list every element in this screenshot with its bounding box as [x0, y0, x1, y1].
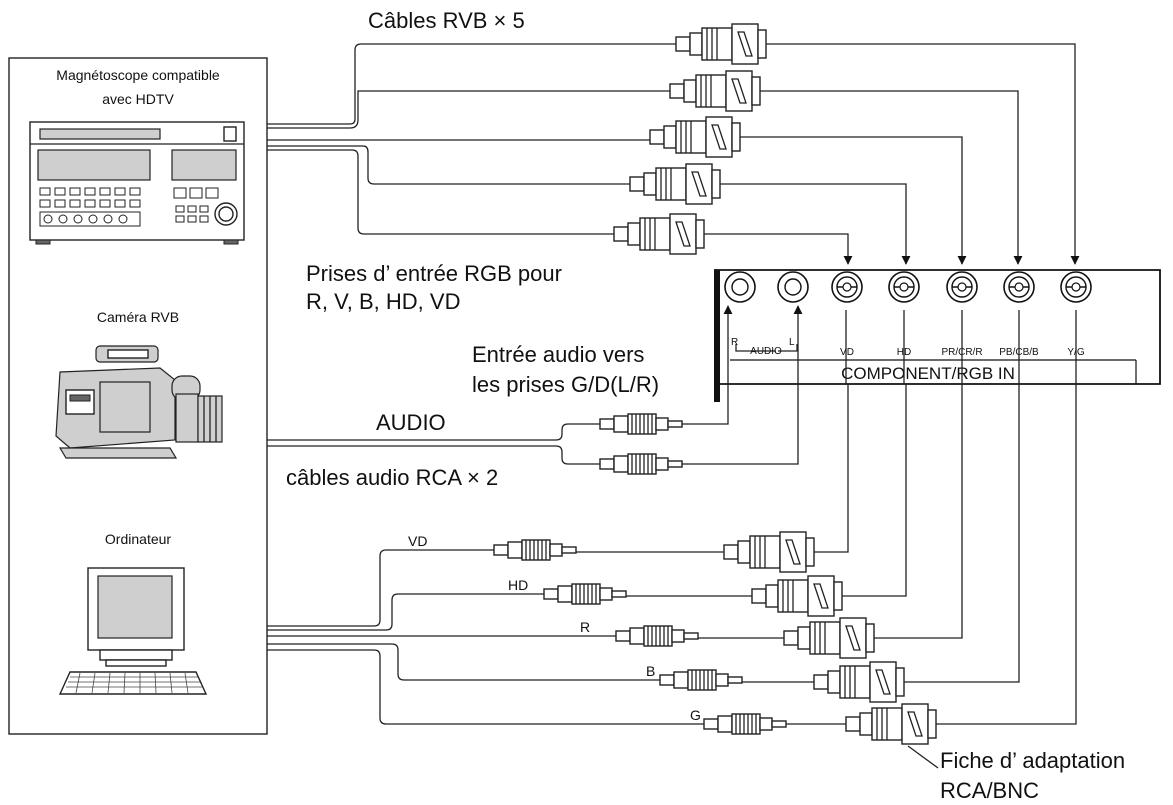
rgb-inputs-label-line2: R, V, B, HD, VD — [306, 289, 460, 314]
audio-in-label-line2: les prises G/D(L/R) — [472, 372, 659, 397]
pb-jack[interactable] — [1003, 271, 1035, 303]
cable-r-label: R — [580, 619, 590, 635]
panel-title: COMPONENT/RGB IN — [841, 364, 1015, 383]
panel-audio-label: AUDIO — [750, 346, 782, 357]
panel-audio-l: L — [789, 337, 795, 348]
audio-cables-label: câbles audio RCA × 2 — [286, 465, 498, 490]
audio-r-jack[interactable] — [724, 271, 756, 303]
panel-audio-r: R — [731, 337, 738, 348]
computer-icon — [58, 567, 208, 695]
panel-vd-label: VD — [840, 347, 854, 358]
audio-label: AUDIO — [376, 410, 446, 435]
yg-jack[interactable] — [1060, 271, 1092, 303]
source-frame — [8, 57, 268, 735]
computer-label: Ordinateur — [105, 531, 171, 547]
pr-jack[interactable] — [946, 271, 978, 303]
camera-label: Caméra RVB — [97, 309, 179, 325]
computer-cables — [267, 310, 1077, 745]
vcr-label-line1: Magnétoscope compatible — [56, 67, 220, 83]
audio-cables — [267, 305, 803, 475]
vcr-icon — [29, 121, 245, 245]
cable-hd-label: HD — [508, 577, 528, 593]
adapter-label-line1: Fiche d’ adaptation — [940, 748, 1125, 773]
cable-g-label: G — [690, 707, 701, 723]
audio-l-jack[interactable] — [777, 271, 809, 303]
cable-b-label: B — [646, 663, 655, 679]
rgb-cables-label: Câbles RVB × 5 — [368, 8, 525, 33]
component-rgb-panel: R AUDIO L VD HD PR/CR/R PB/CB/B Y/G COMP… — [714, 269, 1161, 402]
cable-vd-label: VD — [408, 533, 427, 549]
vd-jack[interactable] — [831, 271, 863, 303]
rgb-cables — [267, 23, 1080, 265]
audio-in-label-line1: Entrée audio vers — [472, 342, 644, 367]
adapter-label-line2: RCA/BNC — [940, 778, 1039, 803]
vcr-label-line2: avec HDTV — [102, 91, 174, 107]
camera-icon — [55, 345, 223, 459]
hd-jack[interactable] — [888, 271, 920, 303]
rgb-inputs-label-line1: Prises d’ entrée RGB pour — [306, 261, 562, 286]
